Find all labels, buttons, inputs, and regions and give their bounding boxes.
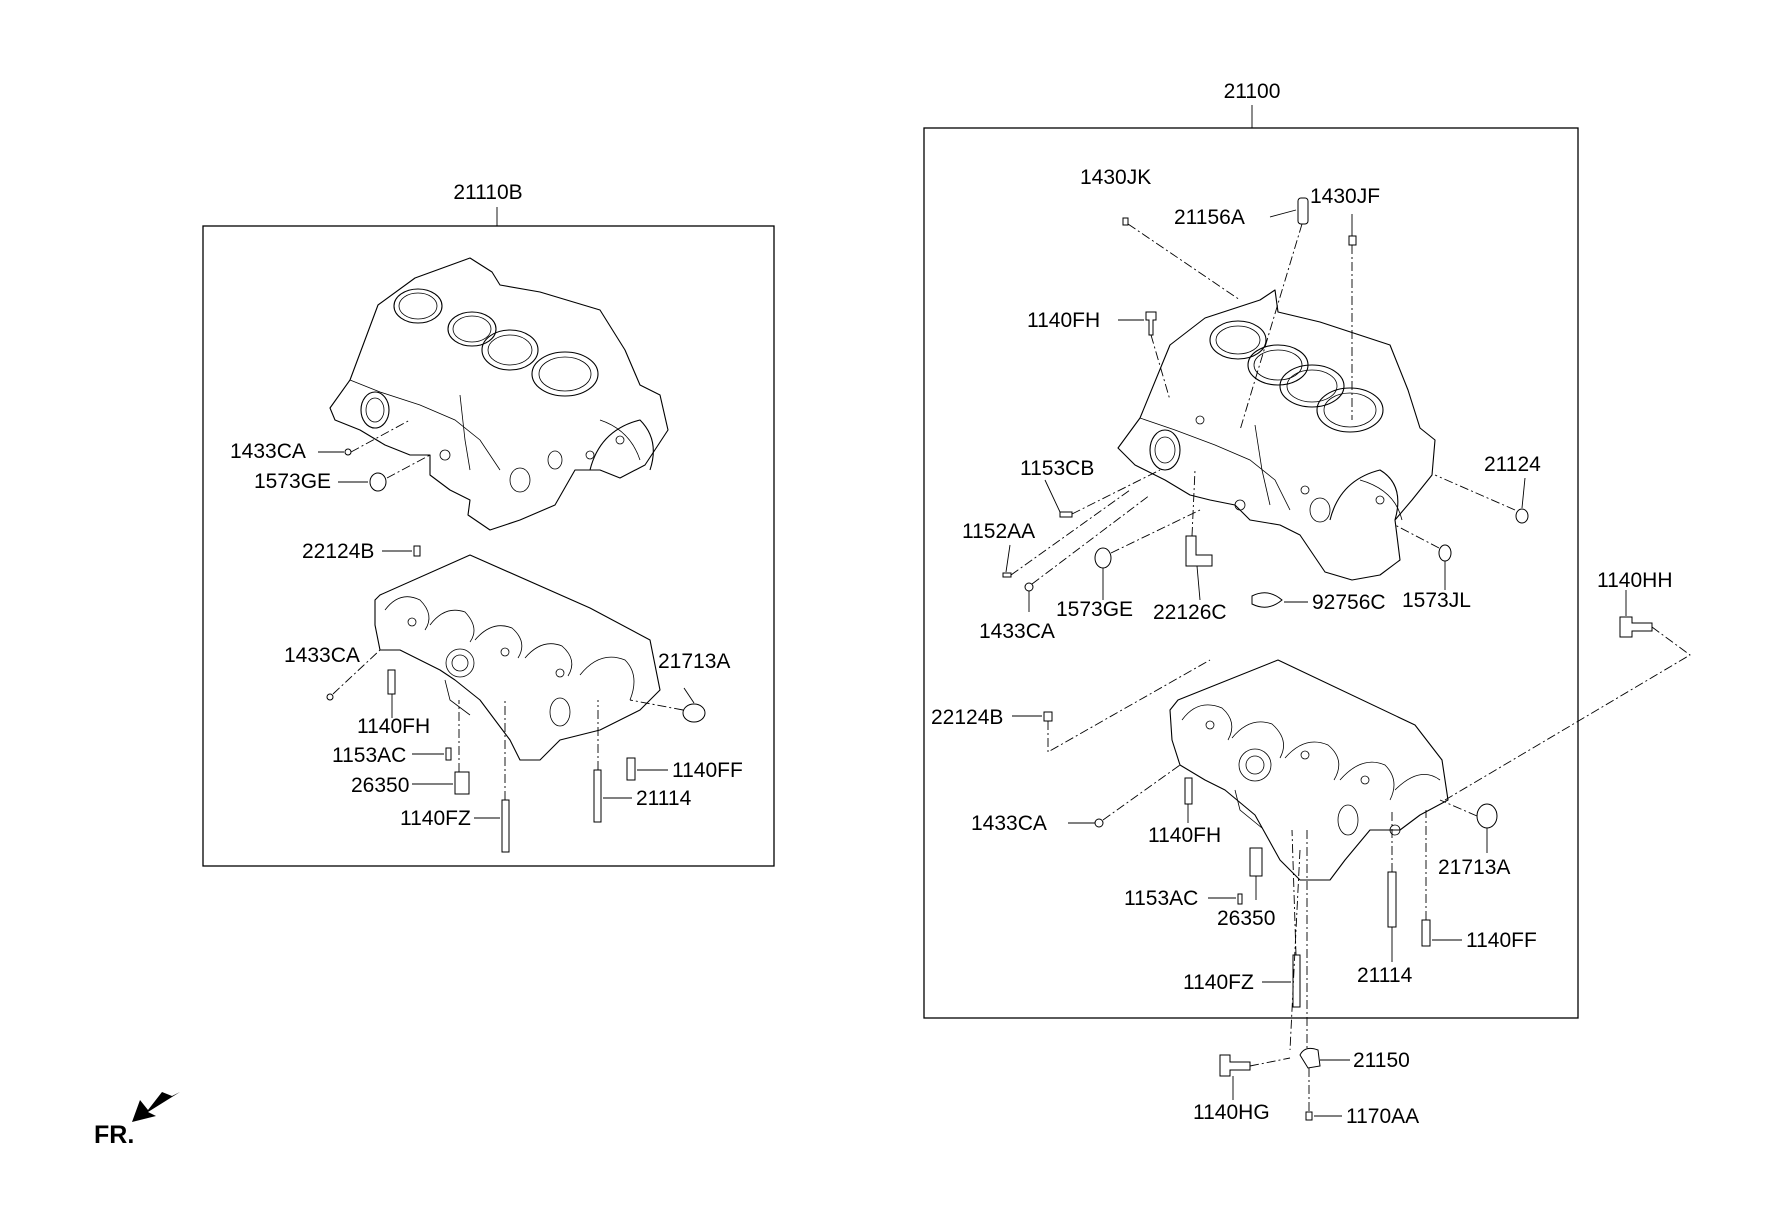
label-1140hg: 1140HG [1193, 1101, 1270, 1124]
right-label-21713a: 21713A [1438, 856, 1510, 879]
right-sensor-26350 [1249, 847, 1263, 877]
right-label-1140ff: 1140FF [1466, 929, 1537, 952]
right-label-1140fh-2: 1140FH [1148, 824, 1221, 847]
front-label: FR. [94, 1121, 134, 1149]
right-pin-21124 [1515, 508, 1529, 524]
left-bolt-21114 [593, 769, 602, 823]
left-lower-bedplate-drawing [374, 554, 661, 761]
right-label-1433ca: 1433CA [979, 620, 1055, 643]
right-label-22126c: 22126C [1153, 601, 1227, 624]
left-assembly-title: 21110B [453, 181, 522, 204]
right-label-21156a: 21156A [1174, 206, 1245, 229]
right-label-1573ge: 1573GE [1056, 598, 1133, 621]
front-arrow-icon [132, 1092, 180, 1122]
left-seal-1573ge [369, 472, 387, 492]
left-label-22124b: 22124B [302, 540, 374, 563]
right-label-1430jk: 1430JK [1080, 166, 1151, 189]
front-direction-marker: FR. [94, 1092, 180, 1149]
left-label-21114: 21114 [636, 787, 692, 810]
left-label-1140ff: 1140FF [672, 759, 743, 782]
left-upper-block-drawing [329, 257, 669, 531]
right-pin-22124b [1043, 711, 1053, 722]
right-label-21124: 21124 [1484, 453, 1541, 476]
left-sensor-26350 [454, 771, 470, 795]
right-bolt-21114 [1387, 871, 1397, 928]
left-label-1140fz: 1140FZ [400, 807, 471, 830]
right-label-1153cb: 1153CB [1020, 457, 1094, 480]
right-bolt-1140fh-2 [1184, 777, 1193, 805]
right-bolt-1140fz [1292, 954, 1301, 1008]
right-clip-92756c [1251, 592, 1283, 608]
right-label-1573jl: 1573JL [1402, 589, 1471, 612]
right-pipe-21156a [1297, 197, 1309, 225]
right-assembly-frame [923, 127, 1579, 1019]
right-hose-22126c [1185, 535, 1213, 567]
right-bolt-1140ff [1421, 919, 1431, 947]
right-label-22124b: 22124B [931, 706, 1003, 729]
left-assembly: 21110B [202, 181, 775, 867]
left-assembly-frame [202, 225, 775, 867]
label-21150: 21150 [1353, 1049, 1410, 1072]
left-label-1140fh: 1140FH [357, 715, 430, 738]
left-pin-22124b [413, 545, 421, 557]
left-label-1433ca: 1433CA [230, 440, 306, 463]
right-label-1140fz: 1140FZ [1183, 971, 1254, 994]
left-label-1573ge: 1573GE [254, 470, 331, 493]
left-bolt-1140fz [501, 799, 510, 853]
right-seal-21713a [1476, 803, 1498, 829]
right-seal-1573jl [1438, 544, 1452, 562]
left-label-21713a: 21713A [658, 650, 730, 673]
right-assembly: 21100 [923, 80, 1579, 1051]
right-label-1152aa: 1152AA [962, 520, 1035, 543]
left-label-1433ca-2: 1433CA [284, 644, 360, 667]
right-assembly-title: 21100 [1224, 80, 1281, 103]
right-label-1153ac: 1153AC [1124, 887, 1198, 910]
label-1140hh: 1140HH [1597, 569, 1673, 592]
label-1170aa: 1170AA [1346, 1105, 1419, 1128]
right-label-1140fh: 1140FH [1027, 309, 1100, 332]
right-lower-bedplate-drawing [1169, 659, 1449, 881]
outside-parts [1219, 590, 1691, 1121]
right-bolt-1140fh [1145, 311, 1157, 336]
right-label-21114: 21114 [1357, 964, 1413, 987]
bolt-1140hg [1219, 1054, 1251, 1077]
right-label-1430jf: 1430JF [1310, 185, 1380, 208]
bolt-1170aa [1305, 1111, 1313, 1121]
left-bolt-1140fh [387, 669, 396, 695]
right-label-92756c: 92756C [1312, 591, 1386, 614]
right-label-26350: 26350 [1217, 907, 1275, 930]
left-label-26350: 26350 [351, 774, 409, 797]
dipstick-21150 [1299, 1047, 1321, 1069]
right-label-1433ca-2: 1433CA [971, 812, 1047, 835]
left-label-1153ac: 1153AC [332, 744, 406, 767]
left-seal-21713a [682, 703, 706, 723]
bolt-1140hh [1619, 616, 1653, 638]
right-upper-block-drawing [1117, 289, 1436, 581]
right-seal-1573ge [1094, 547, 1112, 569]
left-bolt-1140ff [626, 757, 636, 781]
